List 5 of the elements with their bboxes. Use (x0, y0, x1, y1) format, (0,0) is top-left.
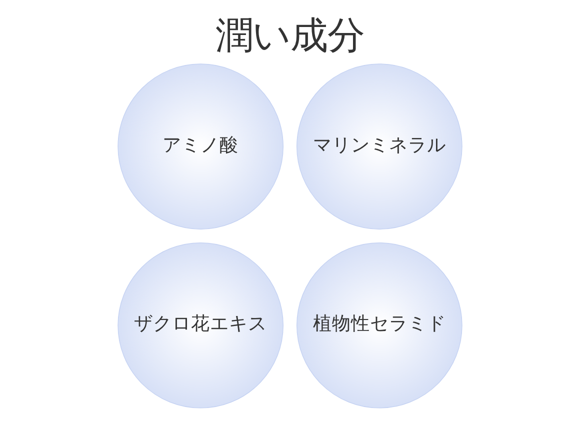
node-circle: ザクロ花エキス (118, 242, 284, 408)
node-circle: アミノ酸 (118, 64, 284, 230)
node-circle: 植物性セラミド (296, 242, 462, 408)
node-circle: マリンミネラル (296, 64, 462, 230)
diagram-title: 潤い成分 (216, 12, 364, 57)
